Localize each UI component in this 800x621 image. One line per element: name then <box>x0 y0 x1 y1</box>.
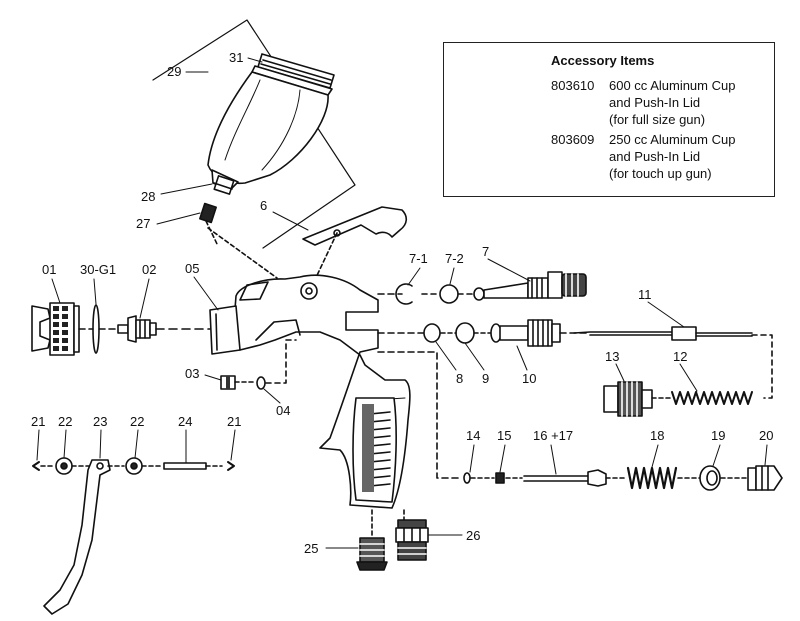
label-02: 02 <box>142 262 156 277</box>
label-7-2: 7-2 <box>445 251 464 266</box>
trigger-washer-left-part <box>55 457 93 475</box>
accessory-item-code: 803610 <box>551 78 595 93</box>
label-8: 8 <box>456 371 463 386</box>
label-29: 29 <box>167 64 181 79</box>
label-04: 04 <box>276 403 290 418</box>
label-6: 6 <box>260 198 267 213</box>
label-12: 12 <box>673 349 687 364</box>
air-valve-o-ring-part <box>463 472 471 484</box>
trigger-pin-part <box>163 462 223 470</box>
trigger-clip-right-part <box>227 461 235 471</box>
label-01: 01 <box>42 262 56 277</box>
trigger-clip-left-part <box>32 461 55 471</box>
fluid-tip-part <box>78 315 211 343</box>
label-14: 14 <box>466 428 480 443</box>
label-30-G1: 30-G1 <box>80 262 116 277</box>
small-o-ring-part <box>256 376 266 390</box>
valve-washer-part <box>439 284 459 304</box>
accessory-item-desc-line: (for touch up gun) <box>609 166 712 181</box>
label-9: 9 <box>482 371 489 386</box>
air-valve-stem-part <box>505 469 625 487</box>
paint-cup-part <box>207 71 329 191</box>
accessory-item-desc-line: 600 cc Aluminum Cup <box>609 78 736 93</box>
label-25: 25 <box>304 541 318 556</box>
retaining-clip-part <box>395 283 413 305</box>
cup-filter-part <box>199 202 278 279</box>
label-22-right: 22 <box>130 414 144 429</box>
gun-body-part <box>231 274 411 509</box>
label-03: 03 <box>185 366 199 381</box>
hanger-hook-part <box>302 206 408 287</box>
label-18: 18 <box>650 428 664 443</box>
cup-lid-part <box>251 53 335 96</box>
label-7-1: 7-1 <box>409 251 428 266</box>
air-adjust-valve-part <box>356 509 388 571</box>
label-22-left: 22 <box>58 414 72 429</box>
trigger-washer-right-part <box>125 457 161 475</box>
trigger-part <box>43 459 125 615</box>
label-20: 20 <box>759 428 773 443</box>
accessory-item-desc-line: (for full size gun) <box>609 112 706 127</box>
accessory-items-box: Accessory Items 803610 600 cc Aluminum C… <box>443 42 775 197</box>
fluid-housing-part <box>209 305 241 355</box>
cap-screw-part <box>220 375 256 390</box>
label-21-left: 21 <box>31 414 45 429</box>
label-15: 15 <box>497 428 511 443</box>
label-27: 27 <box>136 216 150 231</box>
needle-packing-part <box>455 322 475 344</box>
air-inlet-fitting-part <box>395 509 429 561</box>
seal-ring-part <box>92 304 100 354</box>
label-16-17: 16 +17 <box>533 428 573 443</box>
air-valve-spring-part <box>626 466 701 490</box>
air-cap-part <box>31 302 80 356</box>
accessory-item-code: 803609 <box>551 132 595 147</box>
air-valve-seal-part <box>495 472 505 484</box>
accessory-item-desc-line: and Push-In Lid <box>609 149 701 164</box>
label-10: 10 <box>522 371 536 386</box>
pattern-valve-part <box>473 271 587 301</box>
air-valve-cap-part <box>747 465 783 491</box>
label-05: 05 <box>185 261 199 276</box>
label-21-right: 21 <box>227 414 241 429</box>
label-19: 19 <box>711 428 725 443</box>
needle-spring-part <box>671 391 753 405</box>
accessory-item-desc-line: 250 cc Aluminum Cup <box>609 132 736 147</box>
label-13: 13 <box>605 349 619 364</box>
label-31: 31 <box>229 50 243 65</box>
accessory-items-title: Accessory Items <box>551 53 655 68</box>
needle-packing-washer-part <box>423 323 441 343</box>
label-7: 7 <box>482 244 489 259</box>
label-28: 28 <box>141 189 155 204</box>
adjusting-knob-part <box>603 381 673 417</box>
air-valve-washer-part <box>699 465 747 491</box>
cup-connector-part <box>213 175 235 195</box>
label-11: 11 <box>638 287 652 302</box>
accessory-item-desc-line: and Push-In Lid <box>609 95 701 110</box>
accessory-item-1: 803610 600 cc Aluminum Cup and Push-In L… <box>551 77 735 128</box>
label-24: 24 <box>178 414 192 429</box>
accessory-item-2: 803609 250 cc Aluminum Cup and Push-In L… <box>551 131 735 182</box>
label-23: 23 <box>93 414 107 429</box>
label-26: 26 <box>466 528 480 543</box>
